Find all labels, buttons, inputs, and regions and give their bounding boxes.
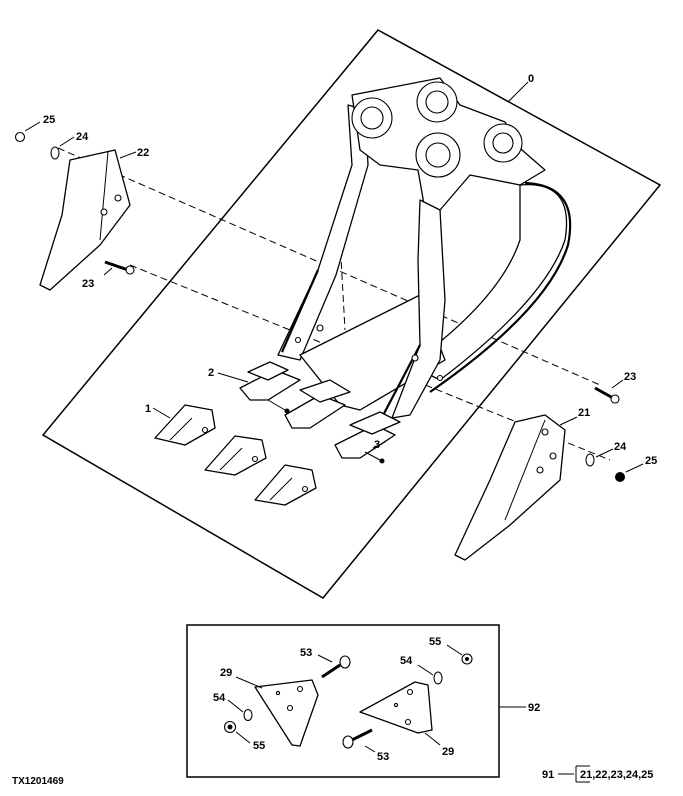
callout-25-right: 25 [645, 455, 657, 467]
callout-22: 22 [137, 147, 149, 159]
bucket-assembly [239, 77, 572, 464]
left-bolt [104, 260, 135, 275]
callout-0: 0 [528, 73, 534, 85]
kit-plate-left [254, 679, 319, 747]
figure-id: TX1201469 [12, 776, 64, 787]
right-side-cutter [454, 414, 566, 561]
kit-bolt-top [321, 655, 351, 679]
callout-1: 1 [145, 403, 151, 415]
left-side-cutter [39, 149, 131, 291]
bucket-teeth [154, 404, 317, 506]
callout-25-left: 25 [43, 114, 55, 126]
callout-29-right: 29 [442, 746, 454, 758]
kit-bolt-bottom [342, 728, 373, 749]
callout-2: 2 [208, 367, 214, 379]
callout-55-right: 55 [429, 636, 441, 648]
callout-24-left: 24 [76, 131, 89, 143]
callout-55-left: 55 [253, 740, 265, 752]
callout-54-left: 54 [213, 692, 226, 704]
callout-53-top: 53 [300, 647, 312, 659]
kit-plate-right [359, 681, 433, 734]
callout-23-left: 23 [82, 278, 94, 290]
ref-list: 21,22,23,24,25 [580, 769, 653, 781]
right-bolt [594, 386, 620, 404]
callout-53-bottom: 53 [377, 751, 389, 763]
kit-box [186, 624, 500, 778]
callout-92: 92 [528, 702, 540, 714]
ref-91: 91 [542, 769, 554, 781]
callout-24-right: 24 [614, 441, 627, 453]
callout-54-right: 54 [400, 655, 413, 667]
callout-3: 3 [374, 439, 380, 451]
callout-29-left: 29 [220, 667, 232, 679]
callout-21: 21 [578, 407, 590, 419]
callout-23-right: 23 [624, 371, 636, 383]
